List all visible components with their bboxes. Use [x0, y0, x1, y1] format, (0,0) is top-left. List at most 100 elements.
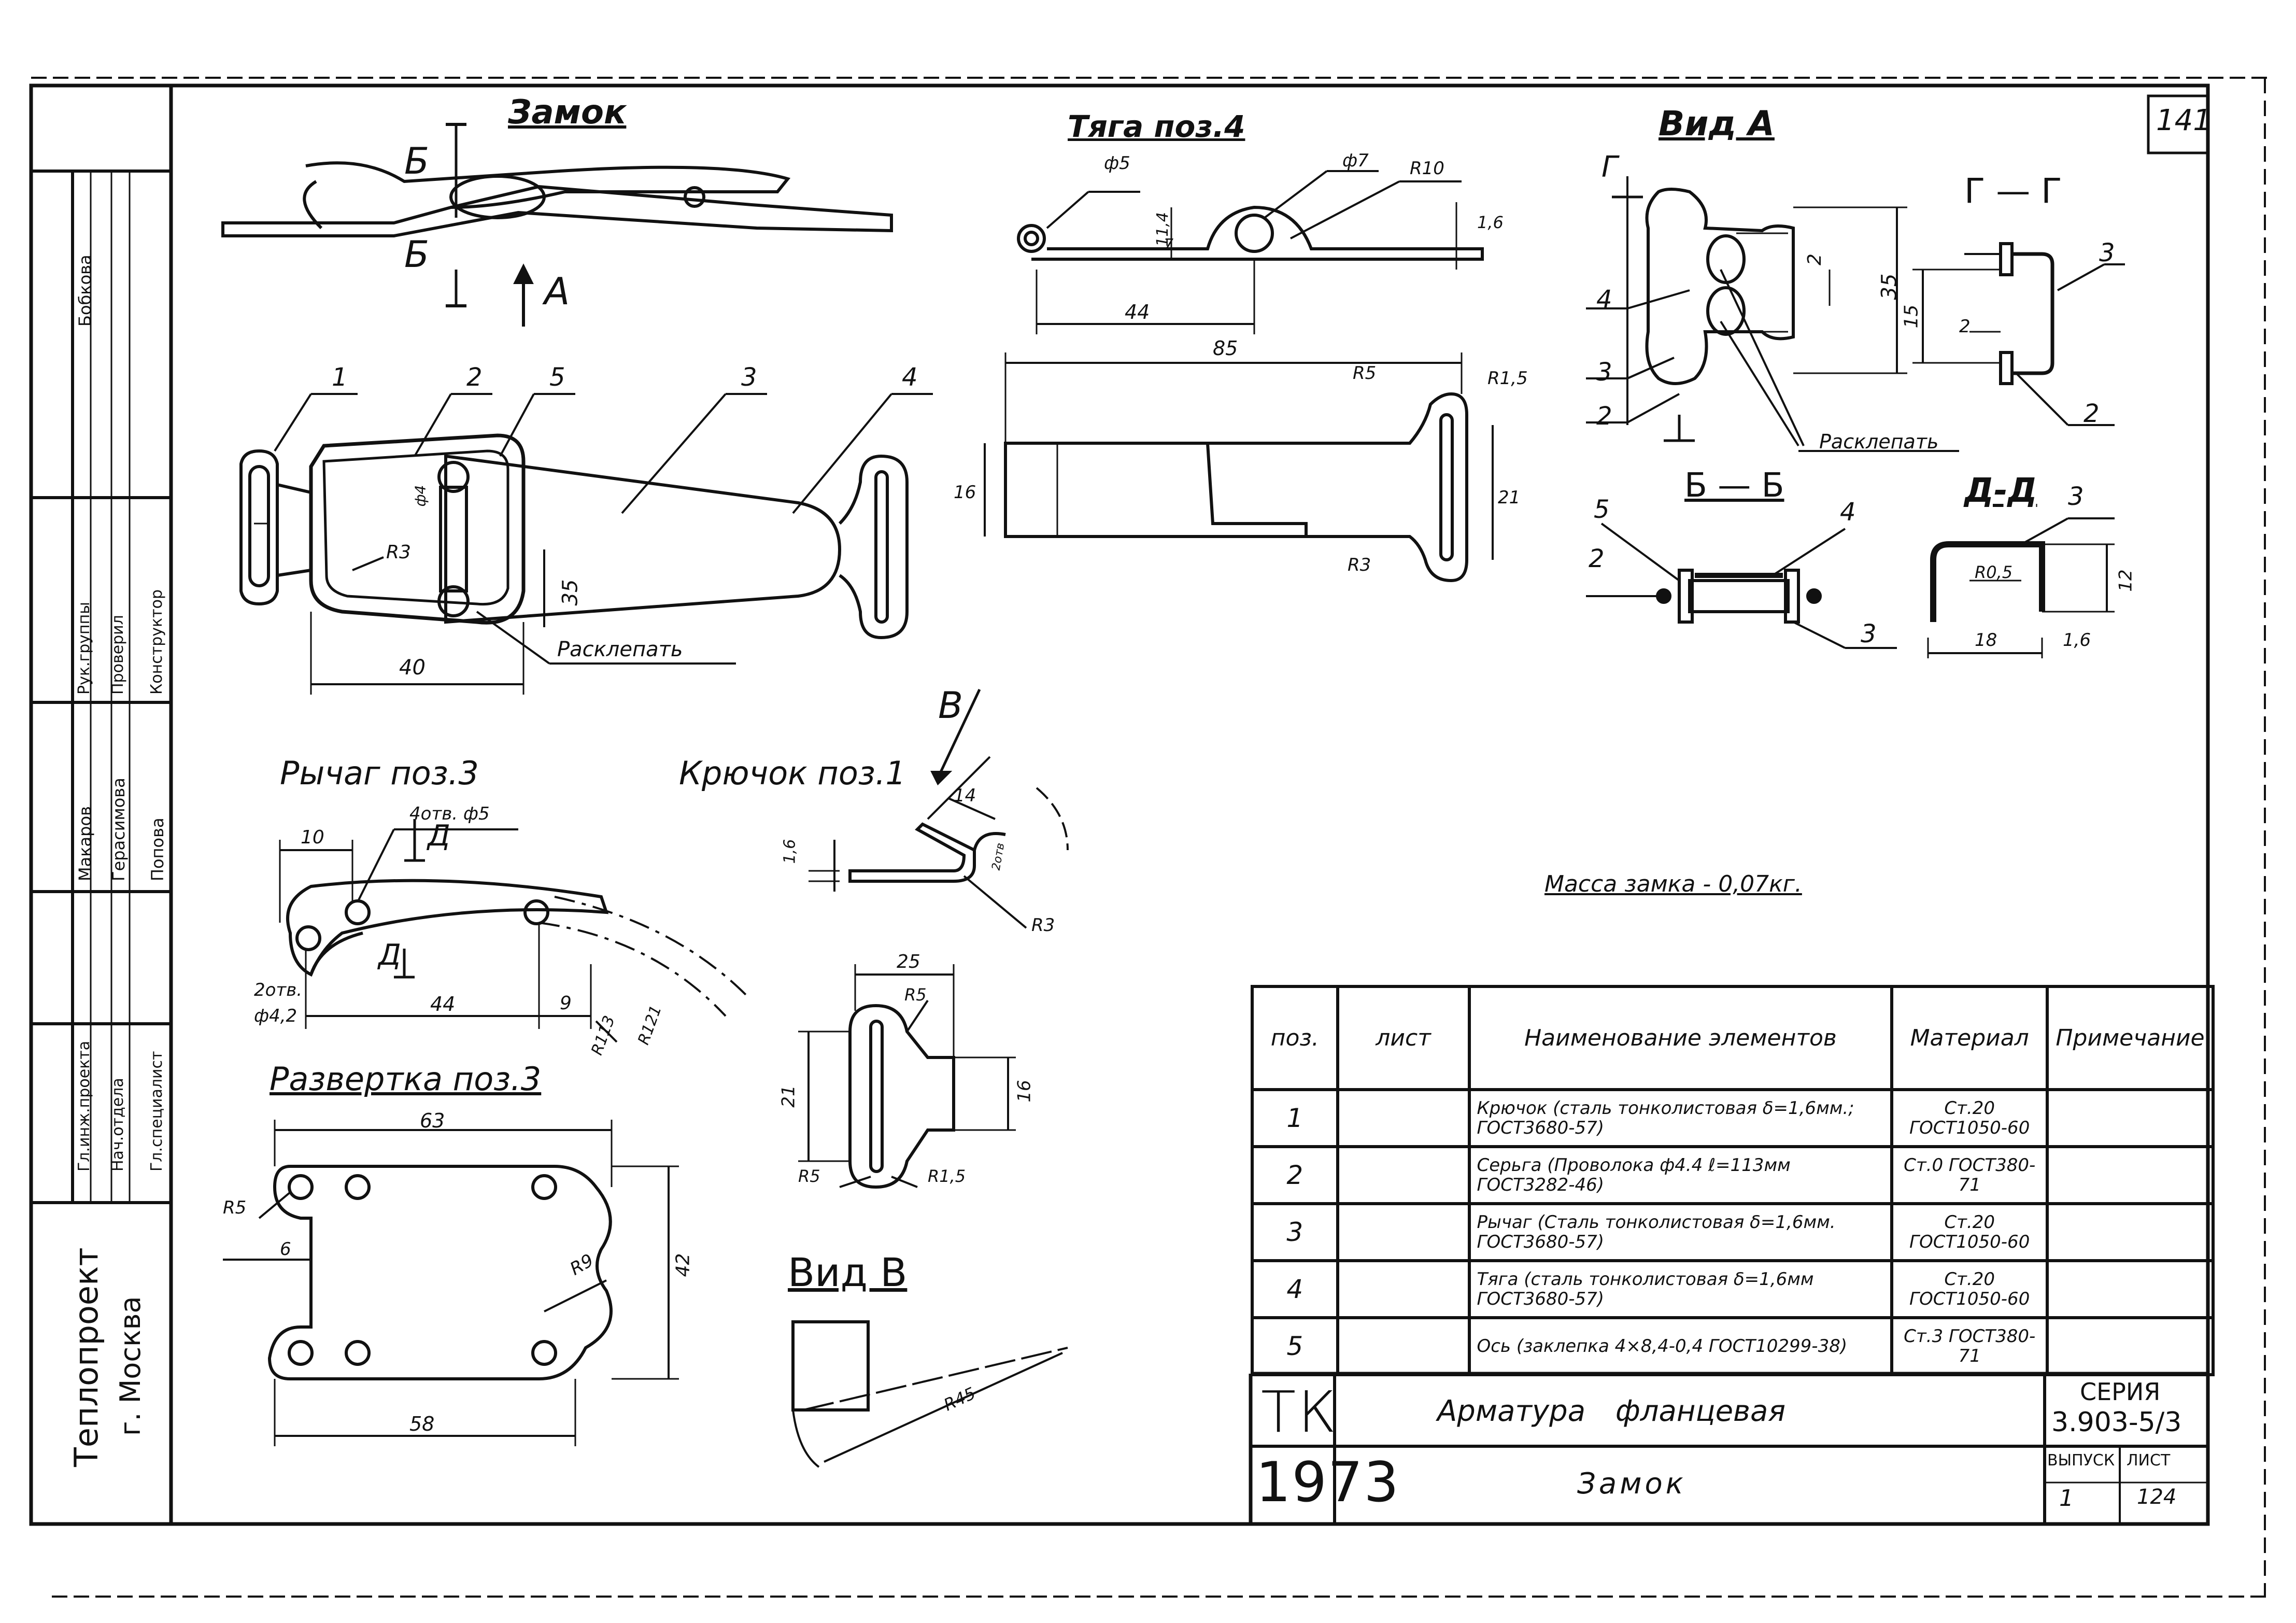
title-year: 1973 [1256, 1450, 1400, 1514]
bom-name: Ось (заклепка 4×8,4-0,4 ГОСТ10299-38) [1467, 1316, 1894, 1376]
bom-note [2046, 1316, 2215, 1376]
lever-phi42: ф4,2 [254, 1006, 297, 1026]
lever-dim-9: 9 [560, 993, 572, 1014]
section-gg-dim-15: 15 [1901, 304, 1922, 329]
sheet-value: 124 [2137, 1485, 2177, 1509]
name-bobkova: Бобкова [75, 255, 95, 327]
unfold-dim-42: 42 [672, 1253, 694, 1277]
bom-material: Ст.20 ГОСТ1050-60 [1890, 1088, 2049, 1148]
section-bb-drawing [1586, 523, 1897, 649]
rod-plan-view [984, 352, 1494, 583]
lock-callout-2: 2 [466, 363, 483, 392]
org-line1: Теплопроект [67, 1247, 105, 1467]
bom-material: Ст.0 ГОСТ380-71 [1890, 1145, 2049, 1205]
section-gg-drawing [1912, 242, 2125, 426]
rod-h7: 7 [1164, 236, 1174, 254]
section-dd-dim-16: 1,6 [2063, 630, 2091, 651]
lock-plan-view [239, 393, 933, 695]
section-gg-title: Г — Г [1964, 171, 2062, 211]
hook-dim-16b: 16 [1014, 1080, 1035, 1103]
sheet-number: 141 [2156, 104, 2212, 137]
lever-holes: 4отв. ф5 [409, 803, 490, 824]
lock-section-mark-bottom: Б [404, 233, 430, 276]
lock-dim-r3: R3 [386, 542, 411, 563]
bom-name: Крючок (сталь тонколистовая δ=1,6мм.; ГО… [1467, 1088, 1894, 1148]
rod-len44: 44 [1125, 301, 1150, 323]
rod-side-view [1017, 170, 1484, 334]
bom-table: поз. лист Наименование элементов Материа… [1251, 985, 2215, 1376]
hook-r15: R1,5 [928, 1166, 966, 1186]
rod-w21: 21 [1498, 487, 1521, 508]
table-row: 2 Серьга (Проволока ф4.4 ℓ=113мм ГОСТ328… [1251, 1145, 2215, 1205]
hook-r5a: R5 [904, 985, 927, 1005]
bom-name: Серьга (Проволока ф4.4 ℓ=113мм ГОСТ3282-… [1467, 1145, 1894, 1205]
lock-rivet-note: Расклепать [557, 638, 683, 661]
lock-callout-4: 4 [902, 363, 918, 392]
bom-note [2046, 1202, 2215, 1262]
bom-note [2046, 1259, 2215, 1319]
bom-sheet [1336, 1202, 1471, 1262]
bom-sheet [1336, 1316, 1471, 1376]
bom-pos: 5 [1251, 1316, 1339, 1376]
rod-t16: 1,6 [1477, 213, 1504, 232]
bom-name: Рычаг (Сталь тонколистовая δ=1,6мм. ГОСТ… [1467, 1202, 1894, 1262]
signature-strip: Теплопроект г. Москва Гл.инж.проекта Нач… [31, 171, 171, 1524]
bom-header-row: поз. лист Наименование элементов Материа… [1251, 985, 2215, 1091]
hook-plan-view [798, 964, 1016, 1189]
title-block: ТК 1973 Арматура фланцевая Замок СЕРИЯ 3… [1251, 1374, 2208, 1524]
bom-pos: 2 [1251, 1145, 1339, 1205]
rod-r3: R3 [1348, 555, 1371, 575]
bom-sheet [1336, 1088, 1471, 1148]
bom-note [2046, 1088, 2215, 1148]
role-ruk-gruppy: Рук.группы [75, 602, 93, 695]
section-bb-callout-5: 5 [1594, 495, 1610, 524]
rod-r10: R10 [1410, 158, 1444, 179]
lock-callout-1: 1 [332, 363, 348, 392]
bom-header-pos: поз. [1251, 985, 1339, 1091]
lock-dim-35: 35 [558, 579, 583, 606]
view-b-title: Вид В [788, 1249, 908, 1295]
name-gerasimova: Герасимова [109, 778, 129, 881]
lock-view-mark: А [544, 270, 570, 313]
bom-header-material: Материал [1890, 985, 2049, 1091]
bom-pos: 3 [1251, 1202, 1339, 1262]
section-dd-dim-18: 18 [1975, 630, 1997, 651]
lock-title: Замок [508, 93, 627, 132]
issue-value: 1 [2059, 1485, 2074, 1512]
view-a-drawing [1586, 176, 1959, 452]
title-sub: Замок [1577, 1467, 1686, 1501]
issue-label: ВЫПУСК [2047, 1451, 2115, 1470]
lock-section-mark-top: Б [404, 140, 430, 182]
lever-dim-44: 44 [430, 993, 456, 1015]
lever-section-top: Д [428, 819, 450, 853]
role-gl-spec: Гл.специалист [148, 1051, 166, 1172]
bom-name: Тяга (сталь тонколистовая δ=1,6мм ГОСТ36… [1467, 1259, 1894, 1319]
hook-r3: R3 [1031, 915, 1055, 936]
lever-holes2: 2отв. [254, 980, 303, 1000]
unfold-dim-6: 6 [280, 1239, 291, 1260]
section-bb-callout-2: 2 [1589, 544, 1605, 573]
rod-w16: 16 [954, 482, 976, 503]
bom-header-name: Наименование элементов [1467, 985, 1894, 1091]
section-gg-callout-2: 2 [2084, 399, 2100, 428]
view-a-callout-3: 3 [1596, 358, 1612, 387]
role-proveril: Проверил [109, 615, 127, 695]
mass-note: Масса замка - 0,07кг. [1544, 871, 1802, 897]
rod-phi7: ф7 [1342, 150, 1369, 171]
view-a-title: Вид А [1659, 104, 1775, 144]
title-main: Арматура фланцевая [1437, 1394, 1786, 1428]
hook-dim-25: 25 [897, 951, 920, 972]
rod-title: Тяга поз.4 [1068, 109, 1245, 144]
unfold-dim-58: 58 [409, 1413, 435, 1435]
org-line2: г. Москва [114, 1296, 147, 1436]
section-gg-callout-3: 3 [2099, 238, 2115, 267]
lock-dim-phi4: ф4 [412, 485, 429, 507]
unfold-title: Развертка поз.3 [270, 1060, 542, 1098]
hook-r5b: R5 [798, 1166, 820, 1186]
bom-material: Ст.3 ГОСТ380-71 [1890, 1316, 2049, 1376]
sheet-label: ЛИСТ [2127, 1451, 2171, 1470]
bom-sheet [1336, 1259, 1471, 1319]
bom-header-note: Примечание [2046, 985, 2215, 1091]
view-a-callout-4: 4 [1596, 285, 1612, 314]
section-dd-drawing [1927, 517, 2115, 658]
